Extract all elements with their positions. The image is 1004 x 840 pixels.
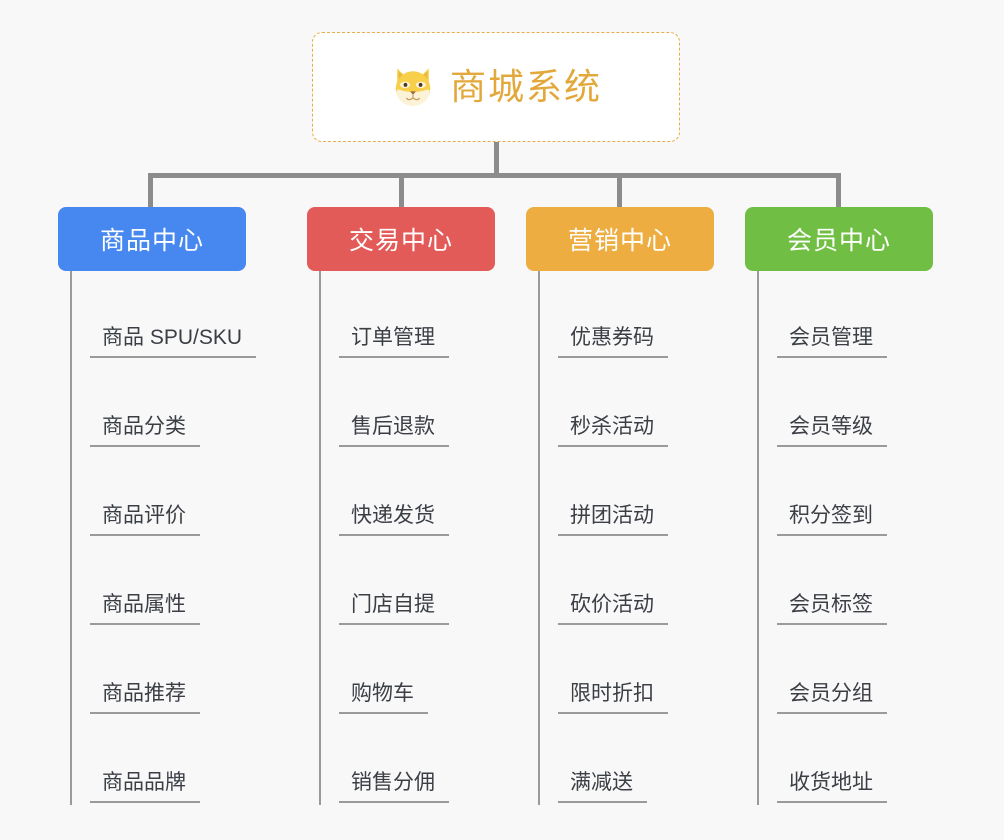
leaf-item[interactable]: 会员等级: [759, 360, 933, 449]
leaf-item[interactable]: 拼团活动: [540, 449, 714, 538]
leaf-item-label: 商品推荐: [90, 682, 200, 714]
category-header-trade-center[interactable]: 交易中心: [307, 207, 495, 271]
leaf-item-label: 订单管理: [339, 326, 449, 358]
leaf-item-label: 门店自提: [339, 593, 449, 625]
leaf-item[interactable]: 商品推荐: [72, 627, 246, 716]
leaf-item[interactable]: 商品分类: [72, 360, 246, 449]
category-column-0: 商品中心商品 SPU/SKU 商品分类商品评价商品属性商品推荐商品品牌: [58, 207, 257, 805]
connector-stem: [494, 142, 499, 177]
leaf-item-label: 会员管理: [777, 326, 887, 358]
leaf-item[interactable]: 门店自提: [321, 538, 495, 627]
leaf-item[interactable]: 商品属性: [72, 538, 246, 627]
connector-drop-1: [399, 173, 404, 209]
leaf-item[interactable]: 秒杀活动: [540, 360, 714, 449]
leaf-item[interactable]: 售后退款: [321, 360, 495, 449]
leaf-item-label: 会员分组: [777, 682, 887, 714]
leaf-item[interactable]: 商品 SPU/SKU: [72, 271, 257, 360]
leaf-item-label: 售后退款: [339, 415, 449, 447]
category-header-label: 会员中心: [786, 227, 891, 255]
leaf-item[interactable]: 积分签到: [759, 449, 933, 538]
leaf-item-label: 收货地址: [777, 771, 887, 803]
leaf-item-label: 满减送: [558, 771, 647, 803]
leaf-item-label: 限时折扣: [558, 682, 668, 714]
leaf-item-label: 商品分类: [90, 415, 200, 447]
leaf-item-label: 拼团活动: [558, 504, 668, 536]
leaf-item[interactable]: 优惠券码: [540, 271, 714, 360]
leaf-item[interactable]: 购物车: [321, 627, 495, 716]
leaf-item-label: 优惠券码: [558, 326, 668, 358]
category-header-member-center[interactable]: 会员中心: [745, 207, 933, 271]
leaf-item-label: 购物车: [339, 682, 428, 714]
leaf-item-label: 积分签到: [777, 504, 887, 536]
category-column-1: 交易中心订单管理售后退款快递发货门店自提购物车销售分佣: [307, 207, 495, 805]
leaf-item[interactable]: 订单管理: [321, 271, 495, 360]
root-title: 商城系统: [449, 66, 602, 107]
dog-face-icon: [395, 68, 431, 106]
leaf-item[interactable]: 商品品牌: [72, 716, 246, 805]
leaf-item-label: 商品属性: [90, 593, 200, 625]
leaf-item-label: 销售分佣: [339, 771, 449, 803]
category-header-label: 营销中心: [567, 227, 672, 255]
category-column-2: 营销中心优惠券码秒杀活动拼团活动砍价活动限时折扣满减送: [526, 207, 714, 805]
connector-drop-0: [148, 173, 153, 209]
leaf-item-label: 秒杀活动: [558, 415, 668, 447]
category-header-label: 交易中心: [348, 227, 453, 255]
category-items-member-center: 会员管理会员等级积分签到会员标签会员分组收货地址: [757, 271, 933, 805]
category-header-label: 商品中心: [99, 227, 204, 255]
category-items-trade-center: 订单管理售后退款快递发货门店自提购物车销售分佣: [319, 271, 495, 805]
leaf-item[interactable]: 销售分佣: [321, 716, 495, 805]
leaf-item[interactable]: 会员管理: [759, 271, 933, 360]
category-header-marketing-center[interactable]: 营销中心: [526, 207, 714, 271]
leaf-item[interactable]: 会员标签: [759, 538, 933, 627]
leaf-item-label: 会员标签: [777, 593, 887, 625]
connector-bar: [148, 173, 841, 178]
leaf-item-label: 会员等级: [777, 415, 887, 447]
leaf-item[interactable]: 快递发货: [321, 449, 495, 538]
leaf-item[interactable]: 商品评价: [72, 449, 246, 538]
leaf-item-label: 快递发货: [339, 504, 449, 536]
leaf-item[interactable]: 砍价活动: [540, 538, 714, 627]
leaf-item-label: 砍价活动: [558, 593, 668, 625]
leaf-item[interactable]: 限时折扣: [540, 627, 714, 716]
leaf-item-label: 商品品牌: [90, 771, 200, 803]
category-items-product-center: 商品 SPU/SKU 商品分类商品评价商品属性商品推荐商品品牌: [70, 271, 257, 805]
leaf-item[interactable]: 满减送: [540, 716, 714, 805]
root-node[interactable]: 商城系统: [312, 32, 680, 142]
connector-drop-3: [836, 173, 841, 209]
leaf-item-label: 商品 SPU/SKU: [90, 326, 257, 358]
leaf-item[interactable]: 会员分组: [759, 627, 933, 716]
category-header-product-center[interactable]: 商品中心: [58, 207, 246, 271]
connector-drop-2: [617, 173, 622, 209]
leaf-item-label: 商品评价: [90, 504, 200, 536]
leaf-item[interactable]: 收货地址: [759, 716, 933, 805]
category-column-3: 会员中心会员管理会员等级积分签到会员标签会员分组收货地址: [745, 207, 933, 805]
category-items-marketing-center: 优惠券码秒杀活动拼团活动砍价活动限时折扣满减送: [538, 271, 714, 805]
